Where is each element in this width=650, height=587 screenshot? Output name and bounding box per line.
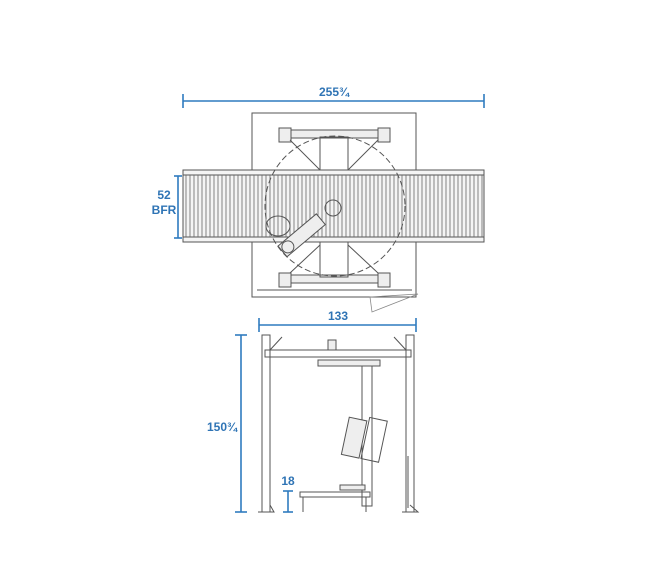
conveyor-width-dimension: 52 BFR (152, 175, 182, 239)
right-post (405, 334, 415, 513)
film-carriage (277, 213, 327, 258)
height-dimension: 150¾ (207, 334, 247, 513)
height-label: 150¾ (207, 420, 238, 434)
overall-length-label: 255¾ (319, 85, 350, 99)
conveyor-height-dimension: 18 (281, 474, 295, 513)
conveyor-width-sub-label: BFR (152, 203, 177, 217)
conveyor-width-label: 52 (157, 188, 171, 202)
conveyor (182, 169, 485, 243)
top-beam-front (264, 349, 412, 358)
film-carriage-front (340, 416, 388, 463)
front-view: 133 150¾ 18 (207, 309, 420, 513)
width-label: 133 (328, 309, 348, 323)
top-view: 255¾ 52 BFR (152, 85, 485, 313)
conveyor-height-label: 18 (281, 474, 295, 488)
conveyor-front (299, 491, 371, 498)
left-post (261, 334, 271, 513)
wrap-ring (264, 135, 406, 277)
film-cutter (369, 293, 419, 313)
rotary-arm (317, 359, 381, 367)
overall-length-dimension: 255¾ (182, 85, 485, 108)
width-dimension: 133 (258, 309, 417, 332)
